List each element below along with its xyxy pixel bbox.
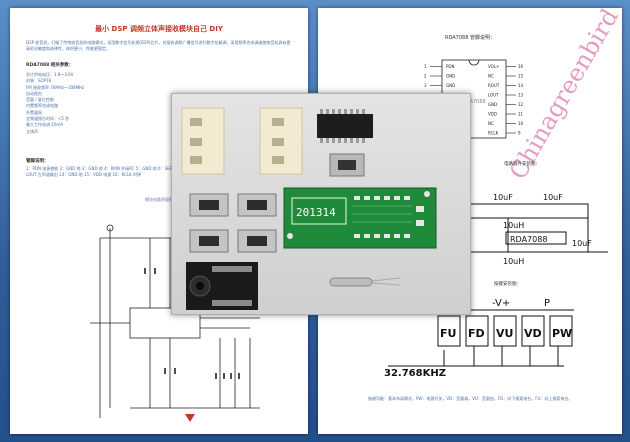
tact-switch <box>237 229 277 253</box>
keys-caption: 按键安装图： <box>494 282 521 287</box>
param-line: 自动搜台 <box>26 90 42 96</box>
ic-pin-label: NC <box>488 121 494 126</box>
schem-label: 10uH <box>503 257 524 266</box>
tact-switch <box>189 229 229 253</box>
key-label: FD <box>468 327 485 340</box>
tact-switch <box>237 193 277 217</box>
ic-pin-label: GND <box>488 102 497 107</box>
schematic-caption: 模块电路原理图 <box>145 197 173 202</box>
schem-label: 10uF <box>493 193 513 202</box>
rda7088-chip <box>317 109 373 143</box>
ic-pin-number: 9 <box>518 131 521 136</box>
intro-paragraph: DSP 收音机，打破了传统收音机的电路模式，采用数字信号处理(DSP)芯片，对接… <box>26 40 291 51</box>
ic-pin-label: RCLK <box>488 131 499 136</box>
param-line: 全频道搜台时间：<5 秒 <box>26 116 70 122</box>
ic-pin-label: ROUT <box>488 83 500 88</box>
pins-heading: 管脚说明： <box>26 159 49 164</box>
ic-pin-number: 2 <box>424 74 427 79</box>
schem-label: 10uH <box>503 221 524 230</box>
components-photo-drawing: 201314 <box>172 94 470 314</box>
key-label: FU <box>440 327 456 340</box>
param-line: 内置频率合成电路 <box>26 103 58 109</box>
crystal-label: 32.768KHZ <box>384 368 446 379</box>
jst-connector-left <box>181 107 225 175</box>
jst-connector-right <box>259 107 303 175</box>
pcb-silkscreen-text: 201314 <box>296 206 336 219</box>
key-function-note: 按键功能：基本布局模式，PW：电源开关，VD：音量减，VU：音量加，FD：向下搜… <box>368 396 573 401</box>
assembly-schematic: 10uF 10uF 10uH RDA7088 10uF 10uH <box>448 193 608 266</box>
ic-pin-label: PDN <box>446 64 454 69</box>
key-label: VU <box>496 327 513 340</box>
key-layout-diagram: -V+ P FU FD VU VD PW 32.768KHZ <box>384 298 574 379</box>
ic-pin-number: 13 <box>518 93 524 98</box>
key-top-label: -V+ <box>492 298 510 309</box>
key-top-label: P <box>544 298 550 309</box>
param-line: FM 接收频率 76MHz～108MHz <box>26 84 85 90</box>
schem-label: 10uF <box>543 193 563 202</box>
ic-pin-number: 12 <box>518 102 524 107</box>
page-title: 最小 DSP 调频立体声接收模块自己 DIY <box>95 25 223 33</box>
green-pcb-board: 201314 <box>283 187 437 249</box>
tact-switch <box>189 193 229 217</box>
param-line: 芯片供电电压：1.8～3.6V <box>26 72 74 77</box>
params-list: 芯片供电电压：1.8～3.6V 封装：SOP16 FM 接收频率 76MHz～1… <box>26 72 176 135</box>
param-line: 外置晶振 <box>26 109 42 115</box>
ic-name-label: RDA7088 <box>462 99 485 105</box>
crystal-oscillator <box>329 277 401 287</box>
ic-pin-label: LOUT <box>488 93 499 98</box>
key-label: VD <box>524 327 542 340</box>
ic-pin-label: VDD <box>488 112 497 117</box>
pins-description: 1：PDN 电源使能 2：GND 地 3：GND 地 4：RMN 外接RC 5：… <box>26 166 280 177</box>
ic-pin-label: GND <box>446 74 455 79</box>
ic-pin-number: 3 <box>424 83 427 88</box>
pin-section-heading: RDA7088 管脚说明： <box>445 35 495 41</box>
assembly-caption: 电路器件安装图： <box>504 162 540 167</box>
params-heading: RDA7088 相关参数： <box>26 63 74 68</box>
ic-pin-label: VOL+ <box>488 64 499 69</box>
param-line: 最大工作电流 20mA <box>26 122 63 128</box>
ic-pin-label: GND <box>446 83 455 88</box>
schem-label: RDA7088 <box>510 235 547 244</box>
schem-label: 10uF <box>572 239 592 248</box>
ic-pin-number: 11 <box>518 112 524 117</box>
param-line: 封装：SOP16 <box>26 78 52 84</box>
tact-switch <box>329 153 365 177</box>
audio-jack <box>186 262 258 310</box>
ic-pin-number: 1 <box>424 64 427 69</box>
ic-pin-number: 15 <box>518 74 524 79</box>
ic-pin-number: 14 <box>518 83 524 88</box>
param-line: 音量 / 复位控制 <box>26 97 54 103</box>
ic-pin-label: NC <box>488 74 494 79</box>
ic-pin-number: 16 <box>518 64 524 69</box>
ic-pin-number: 10 <box>518 121 524 126</box>
components-photo: 201314 <box>171 93 471 315</box>
param-line: 立体声 <box>26 128 38 134</box>
key-label: PW <box>552 327 572 340</box>
